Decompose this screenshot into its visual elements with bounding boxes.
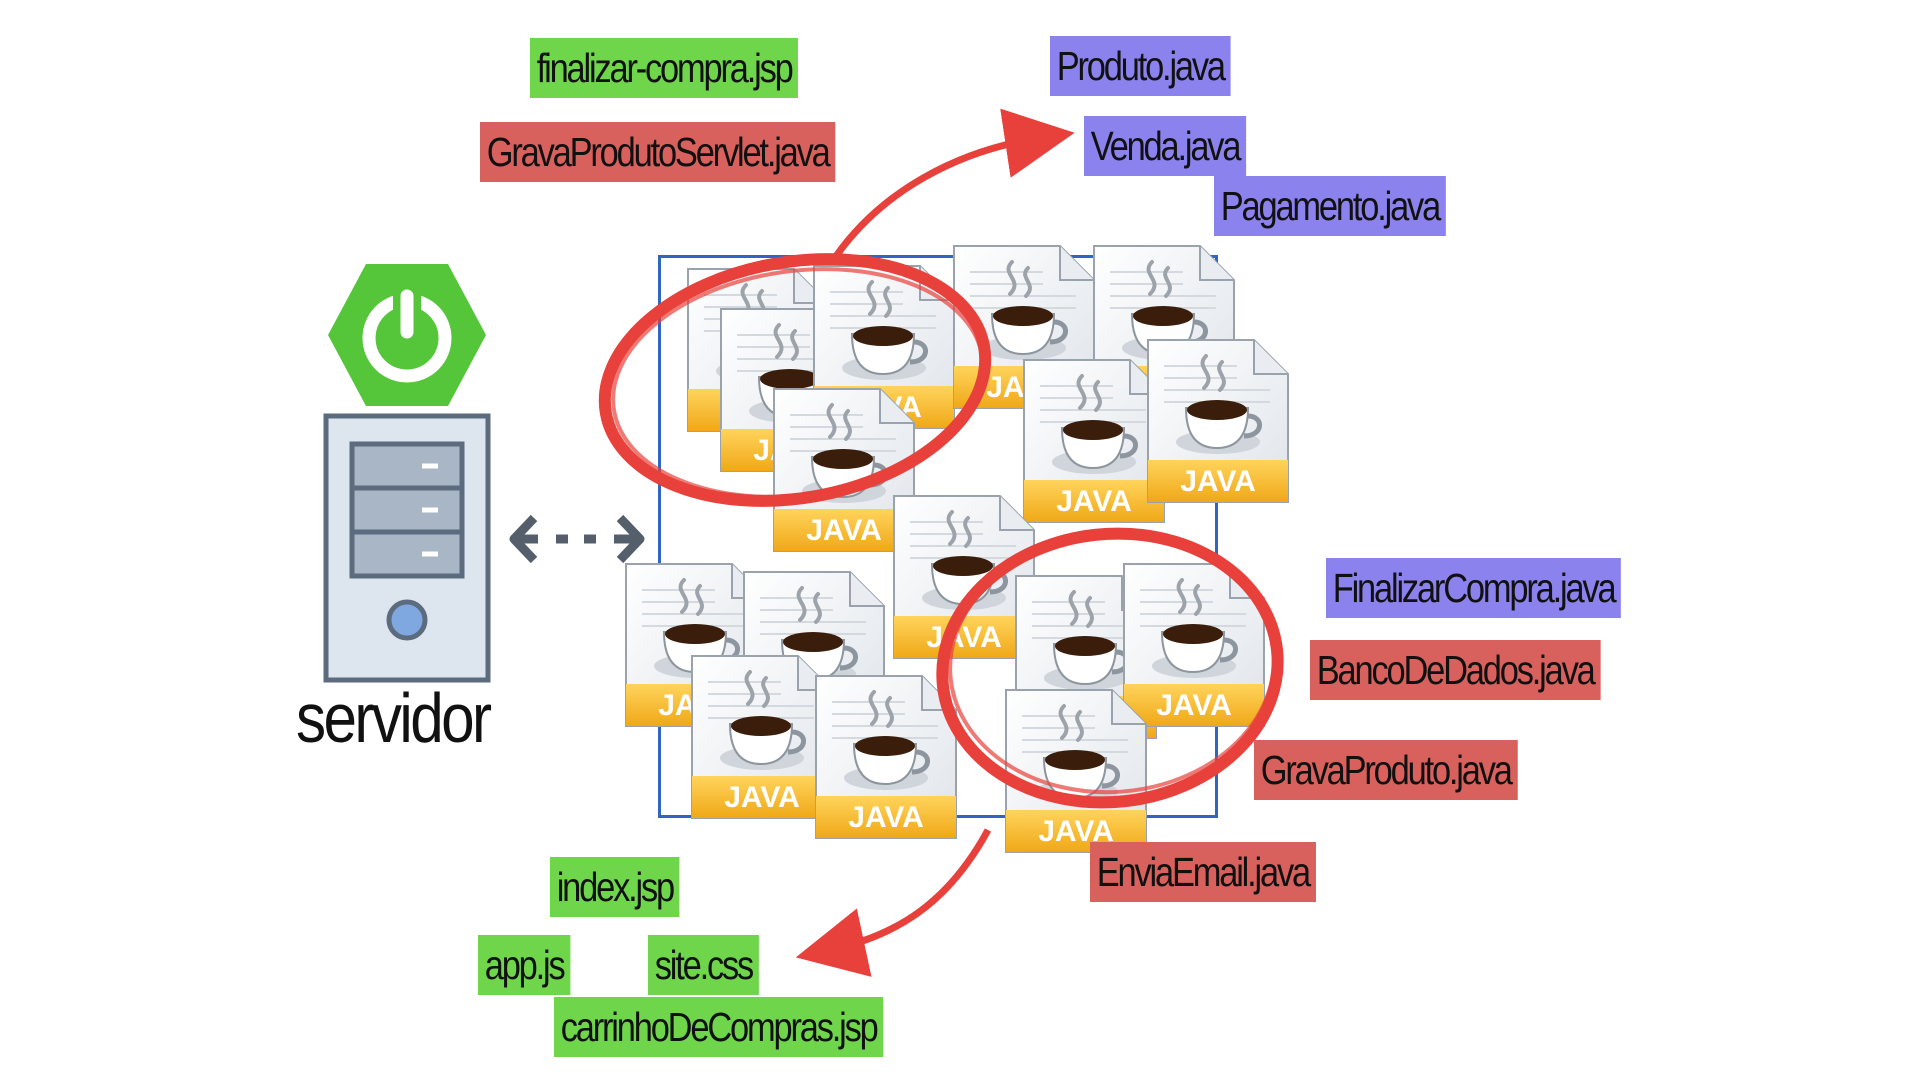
label-venda-java: Venda.java bbox=[1084, 116, 1247, 176]
label-carrinho-jsp: carrinhoDeCompras.jsp bbox=[554, 997, 884, 1057]
red-circle-bottom-right bbox=[936, 527, 1284, 809]
red-circle-top-left bbox=[598, 253, 992, 507]
server-icon bbox=[323, 413, 491, 683]
label-grava-produto-java: GravaProduto.java bbox=[1254, 740, 1518, 800]
server-label: servidor bbox=[296, 679, 492, 757]
label-finalizar-compra-java: FinalizarCompra.java bbox=[1326, 558, 1622, 618]
label-app-js: app.js bbox=[478, 935, 571, 995]
arrow-to-model bbox=[829, 108, 1075, 264]
label-finalizar-compra-jsp: finalizar-compra.jsp bbox=[530, 38, 799, 98]
bidirectional-arrow-icon bbox=[509, 514, 645, 564]
label-banco-de-dados-java: BancoDeDados.java bbox=[1310, 640, 1601, 700]
label-produto-java: Produto.java bbox=[1050, 36, 1231, 96]
arrow-to-view bbox=[795, 828, 992, 977]
spring-boot-power-icon bbox=[328, 264, 486, 406]
label-pagamento-java: Pagamento.java bbox=[1214, 176, 1446, 236]
label-index-jsp: index.jsp bbox=[550, 857, 680, 917]
label-grava-produto-servlet: GravaProdutoServlet.java bbox=[480, 122, 836, 182]
label-site-css: site.css bbox=[648, 935, 759, 995]
label-envia-email-java: EnviaEmail.java bbox=[1090, 842, 1316, 902]
